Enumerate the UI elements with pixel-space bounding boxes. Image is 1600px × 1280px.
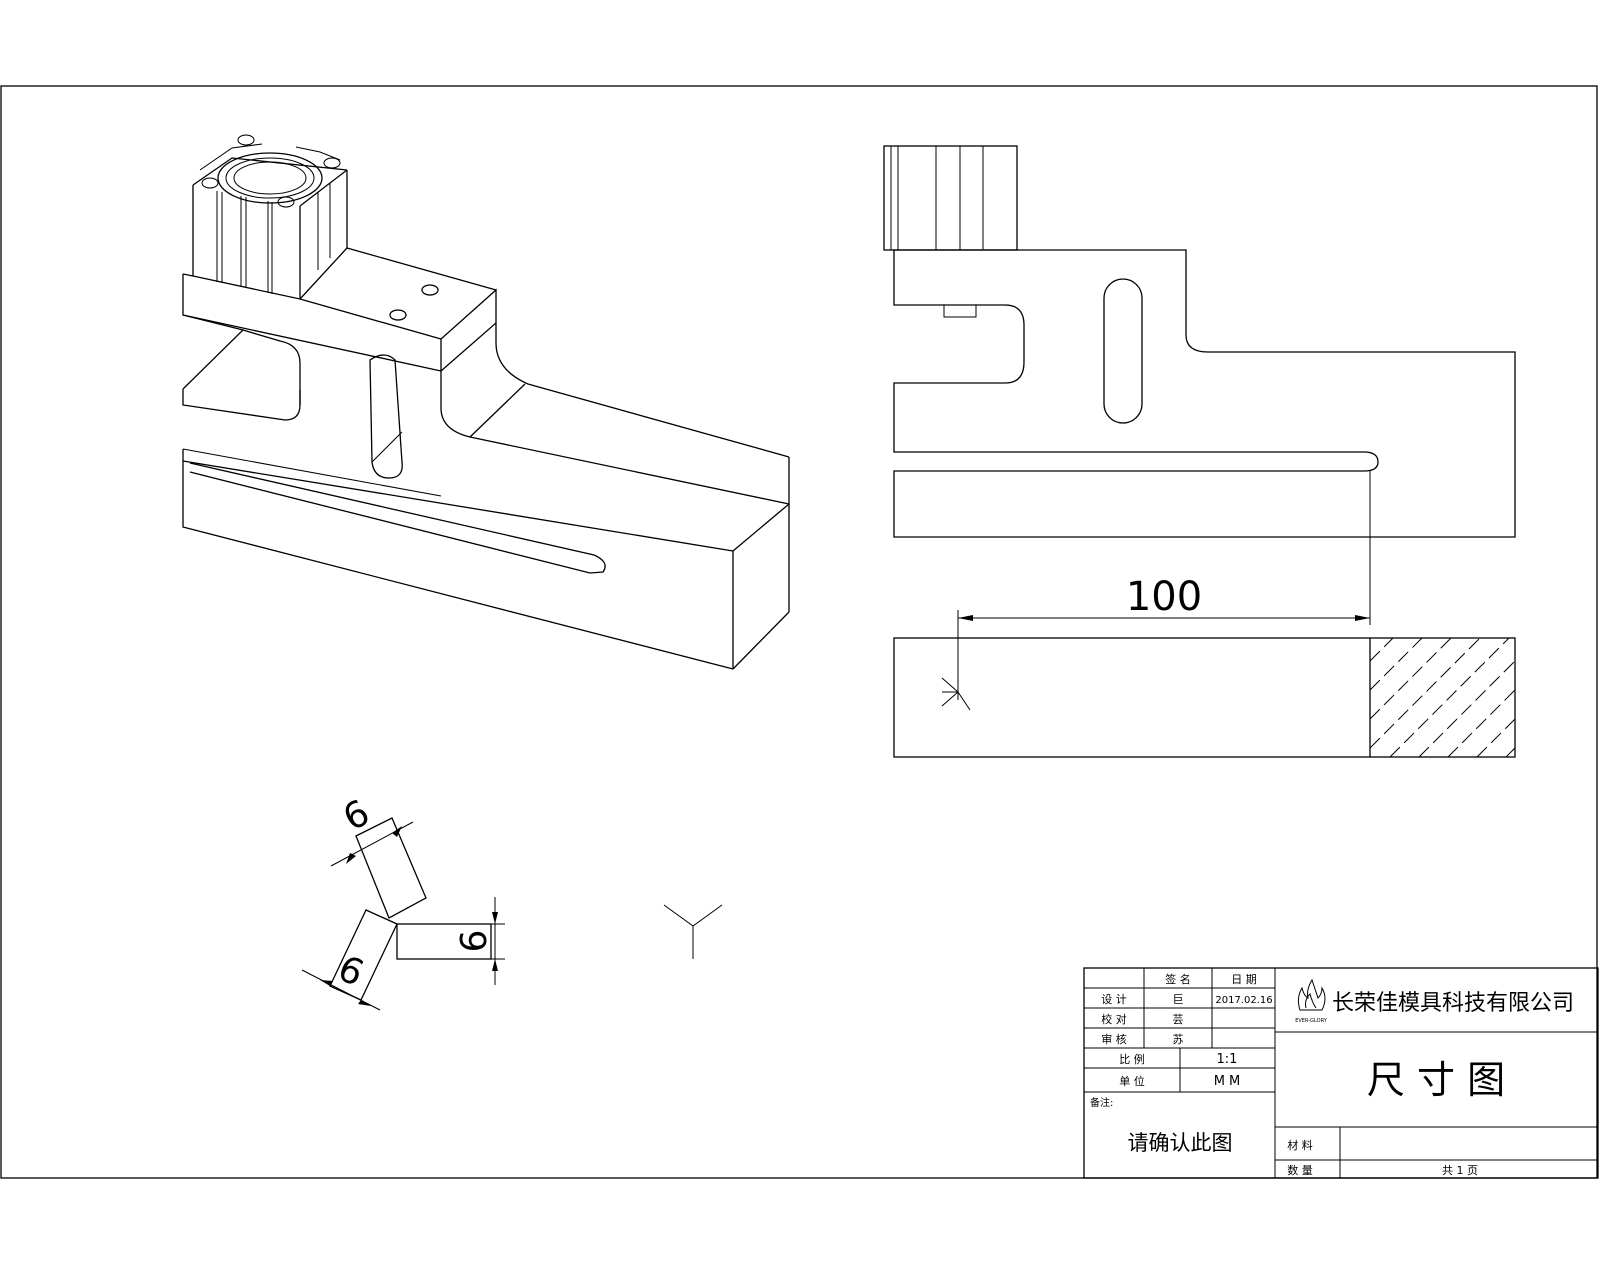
row-material: 材 料: [1287, 1138, 1313, 1152]
bracket-front-outline: [893, 249, 1516, 538]
cylinder-iso: [192, 134, 348, 300]
drawing-border: [0, 85, 1598, 1179]
unit-value: M M: [1214, 1074, 1241, 1089]
remark-label: 备注:: [1090, 1096, 1113, 1109]
row-unit: 单 位: [1119, 1074, 1145, 1088]
header-sign: 签 名: [1165, 972, 1191, 986]
review-initial: 苏: [1173, 1033, 1184, 1046]
section-hatch: [1369, 637, 1516, 758]
bracket-body-iso: [182, 247, 790, 670]
long-hole-front: [1103, 278, 1143, 424]
top-view: [893, 637, 1516, 758]
row-scale: 比 例: [1119, 1052, 1145, 1066]
row-review: 审 核: [1101, 1032, 1127, 1046]
dimension-length-text: 100: [1126, 574, 1202, 620]
logo-text: EVER-GLORY: [1295, 1018, 1328, 1024]
weld-leg-upper-text: 6: [337, 792, 376, 839]
weld-leg-right-text: 6: [454, 930, 495, 953]
check-initial: 芸: [1173, 1013, 1184, 1026]
weld-symbol-detail: 6 6 6: [301, 792, 723, 1011]
company-name: 长荣佳模具科技有限公司: [1332, 991, 1574, 1016]
design-initial: 巨: [1173, 993, 1184, 1006]
company-logo: EVER-GLORY: [1295, 978, 1328, 1024]
row-check: 校 对: [1101, 1012, 1127, 1026]
header-date: 日 期: [1231, 973, 1257, 986]
remark-text: 请确认此图: [1128, 1131, 1233, 1155]
title-block: 签 名 日 期 设 计 巨 2017.02.16 校 对 芸 审 核 苏 比 例…: [1083, 967, 1599, 1179]
scale-value: 1:1: [1217, 1052, 1238, 1067]
isometric-view: [182, 134, 790, 670]
row-quantity: 数 量: [1287, 1164, 1313, 1177]
row-design: 设 计: [1101, 993, 1127, 1006]
sheet-info: 共 1 页: [1442, 1164, 1478, 1177]
design-date: 2017.02.16: [1215, 995, 1272, 1006]
dimension-100: 100: [957, 470, 1371, 700]
weld-leg-lower-text: 6: [332, 948, 370, 995]
front-view: [883, 145, 1516, 538]
cylinder-front: [883, 145, 1018, 251]
drawing-title: 尺 寸 图: [1367, 1058, 1505, 1102]
